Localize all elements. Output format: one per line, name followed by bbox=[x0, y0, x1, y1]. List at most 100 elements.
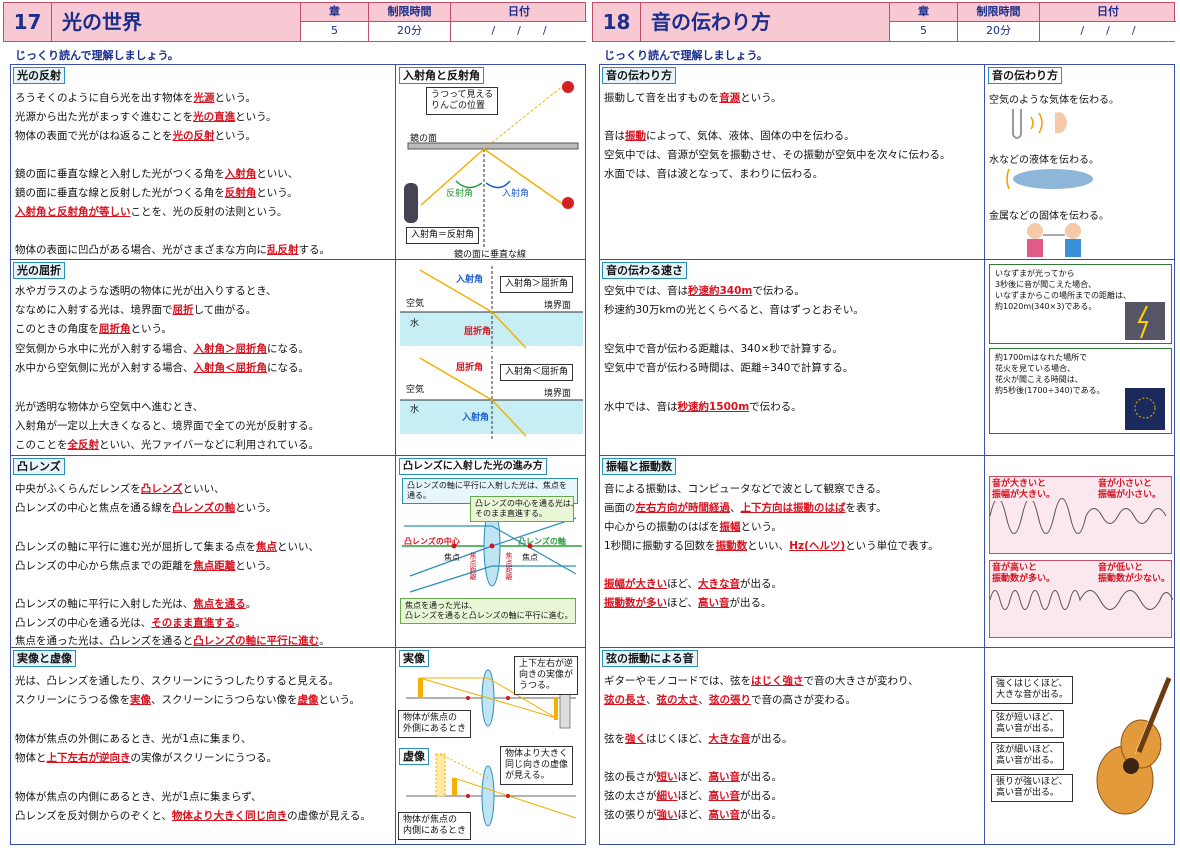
intro-text: じっくり読んで理解しましょう。 bbox=[604, 49, 768, 62]
guitar-icon bbox=[1096, 675, 1172, 815]
note-string-tension: 張りが強いほど、 高い音が出る。 bbox=[991, 774, 1073, 802]
reflection-diagram bbox=[404, 81, 579, 247]
section-refraction: 光の屈折 水やガラスのような透明の物体に光が出入りするとき、 ななめに入射する光… bbox=[10, 259, 586, 455]
text-line: 空気中で音が伝わる時間は、距離÷340で計算する。 bbox=[604, 362, 854, 374]
text-line: 凸レンズの中心と焦点を通る線を凸レンズの軸という。 bbox=[15, 502, 277, 514]
text-line: 画面の左右方向が時間経過、上下方向は振動のはばを表す。 bbox=[604, 502, 887, 514]
section-tag: 弦の振動による音 bbox=[602, 650, 698, 667]
date-field[interactable]: / / / bbox=[451, 22, 587, 41]
section-reflection: 光の反射 ろうそくのように自ら光を出す物体を光源という。 光源から出た光がまっす… bbox=[10, 64, 586, 260]
convex-lens-figure: 凸レンズに入射した光の進み方 凸レンズの軸に平行に入射した光は、焦点を通る。 凸… bbox=[395, 456, 586, 647]
text-line: ギターやモノコードでは、弦をはじく強さで音の大きさが変わり、 bbox=[604, 675, 919, 687]
date-field[interactable]: / / / bbox=[1040, 22, 1176, 41]
section-tag: 実像と虚像 bbox=[13, 650, 76, 667]
text-line: 振動して音を出すものを音源という。 bbox=[604, 92, 782, 104]
time-label: 制限時間 bbox=[958, 3, 1039, 22]
section-sound-propagation: 音の伝わり方 振動して音を出すものを音源という。 音は振動によって、気体、液体、… bbox=[599, 64, 1175, 259]
incidence-angle-label: 入射角 bbox=[462, 413, 490, 423]
speed-figure: いなずまが光ってから 3秒後に音が聞こえた場合、 いなずまからこの場所までの距離… bbox=[984, 260, 1175, 455]
refraction-angle-label: 屈折角 bbox=[464, 327, 492, 337]
text-line: 振幅が大きいほど、大きな音が出る。 bbox=[604, 578, 782, 590]
text-line: このことを全反射といい、光ファイバーなどに利用されている。 bbox=[15, 439, 319, 451]
section-tag: 凸レンズ bbox=[13, 458, 65, 475]
text-line: 弦の長さ、弦の太さ、弦の張りで音の高さが変わる。 bbox=[604, 694, 856, 706]
date-label: 日付 bbox=[1040, 3, 1176, 22]
figure-tag: 音の伝わり方 bbox=[988, 67, 1062, 84]
ear-icon bbox=[1055, 112, 1067, 134]
section-tag: 光の反射 bbox=[13, 67, 65, 84]
note-string-length: 弦が短いほど、 高い音が出る。 bbox=[991, 710, 1065, 738]
time-value: 20分 bbox=[958, 22, 1039, 41]
text-line: スクリーンにうつる像を実像、スクリーンにうつらない像を虚像という。 bbox=[15, 694, 360, 706]
law-of-reflection-box: 入射角＝反射角 bbox=[406, 227, 480, 244]
child-icon bbox=[1065, 223, 1081, 239]
section-tag: 振幅と振動数 bbox=[602, 458, 676, 475]
frequency-oscilloscope: 音が高いと 振動数が多い。 音が低いと 振動数が少ない。 bbox=[989, 560, 1173, 638]
text-line: 1秒間に振動する回数を振動数といい、Hz(ヘルツ)という単位で表す。 bbox=[604, 540, 939, 552]
apple-icon bbox=[562, 197, 574, 209]
incidence-angle-label: 入射角 bbox=[456, 275, 484, 285]
text-line: 鏡の面に垂直な線と反射した光がつくる角を反射角という。 bbox=[15, 187, 298, 199]
text-line: このときの角度を屈折角という。 bbox=[15, 323, 172, 335]
incidence-angle-label: 入射角 bbox=[502, 189, 530, 199]
focus-label: 焦点 bbox=[444, 553, 460, 562]
text-line: ななめに入射する光は、境界面で屈折して曲がる。 bbox=[15, 304, 257, 316]
section-sound-speed: 音の伝わる速さ 空気中では、音は秒速約340mで伝わる。 秒速約30万kmの光と… bbox=[599, 259, 1175, 455]
text-line: 物体の表面に凹凸がある場合、光がさまざまな方向に乱反射する。 bbox=[15, 244, 330, 256]
text-line: 鏡の面に垂直な線と入射した光がつくる角を入射角といい、 bbox=[15, 168, 299, 180]
date-cell: 日付/ / / bbox=[1039, 3, 1176, 41]
text-line: 入射角と反射角が等しいことを、光の反射の法則という。 bbox=[15, 206, 288, 218]
text-line: 弦を強くはじくほど、大きな音が出る。 bbox=[604, 733, 793, 745]
child-icon bbox=[1027, 223, 1043, 239]
soft-sound-label: 音が小さいと 振幅が小さい。 bbox=[1098, 479, 1162, 501]
text-line: 音は振動によって、気体、液体、固体の中を伝わる。 bbox=[604, 130, 855, 142]
lens-center-label: 凸レンズの中心 bbox=[404, 537, 460, 546]
propagation-illustration bbox=[1006, 109, 1093, 257]
text-line: 音による振動は、コンピュータなどで波として観察できる。 bbox=[604, 483, 887, 495]
text-line: 凸レンズの中心を通る光は、そのまま直進する。 bbox=[15, 617, 246, 629]
intro-text: じっくり読んで理解しましょう。 bbox=[15, 49, 179, 62]
note-focus-ray: 焦点を通った光は、 凸レンズを通ると凸レンズの軸に平行に進む。 bbox=[400, 598, 576, 624]
text-line: 水面では、音は波となって、まわりに伝わる。 bbox=[604, 168, 824, 180]
section-convex-lens: 凸レンズ 中央がふくらんだレンズを凸レンズといい、 凸レンズの中心と焦点を通る線… bbox=[10, 455, 586, 647]
comparison-box: 入射角＜屈折角 bbox=[500, 364, 574, 381]
text-line: 水中から空気側に光が入射する場合、入射角＜屈折角になる。 bbox=[15, 362, 309, 374]
text-line: 弦の太さが細いほど、高い音が出る。 bbox=[604, 790, 782, 802]
time-value: 20分 bbox=[369, 22, 450, 41]
mirror-label: 鏡の面 bbox=[410, 134, 438, 144]
loud-sound-label: 音が大きいと 振幅が大きい。 bbox=[992, 479, 1056, 501]
text-line: 凸レンズの中心から焦点までの距離を焦点距離という。 bbox=[15, 560, 277, 572]
text-line: 中央がふくらんだレンズを凸レンズといい、 bbox=[15, 483, 225, 495]
text-line: 弦の張りが強いほど、高い音が出る。 bbox=[604, 809, 782, 821]
apple-reflection-icon bbox=[562, 81, 574, 93]
text-line: 入射角が一定以上大きくなると、境界面で全ての光が反射する。 bbox=[15, 420, 320, 432]
figure-tag: 凸レンズに入射した光の進み方 bbox=[399, 458, 547, 475]
object-outside-note: 物体が焦点の 外側にあるとき bbox=[398, 710, 472, 738]
focal-length-label: 焦点距離 bbox=[505, 552, 513, 580]
text-line: 水やガラスのような透明の物体に光が出入りするとき、 bbox=[15, 285, 277, 297]
note-pluck-strength: 強くはじくほど、 大きな音が出る。 bbox=[991, 676, 1074, 704]
note-center-ray: 凸レンズの中心を通る光は、 そのまま直進する。 bbox=[470, 496, 579, 522]
section-amplitude-frequency: 振幅と振動数 音による振動は、コンピュータなどで波として観察できる。 画面の左右… bbox=[599, 455, 1175, 647]
section-tag: 音の伝わり方 bbox=[602, 67, 676, 84]
section-tag: 光の屈折 bbox=[13, 262, 65, 279]
tuning-fork-icon bbox=[1012, 109, 1022, 139]
solid-caption: 金属などの固体を伝わる。 bbox=[989, 211, 1109, 222]
date-label: 日付 bbox=[451, 3, 587, 22]
boundary-label: 境界面 bbox=[544, 389, 572, 399]
comparison-box: 入射角＞屈折角 bbox=[500, 276, 574, 293]
focal-length-label: 焦点距離 bbox=[469, 552, 477, 580]
chapter-label: 章 bbox=[301, 3, 368, 22]
chapter-value: 5 bbox=[301, 22, 368, 41]
reflection-figure: 入射角と反射角 うつって見える りんごの位置 鏡の面 反射角 入射角 入射角＝反… bbox=[395, 65, 586, 260]
real-image-tag: 実像 bbox=[399, 650, 429, 667]
air-label: 空気 bbox=[406, 385, 425, 395]
reflection-angle-label: 反射角 bbox=[446, 189, 474, 199]
section-real-virtual-image: 実像と虚像 光は、凸レンズを通したり、スクリーンにうつしたりすると見える。 スク… bbox=[10, 647, 586, 845]
focus-label: 焦点 bbox=[522, 553, 538, 562]
